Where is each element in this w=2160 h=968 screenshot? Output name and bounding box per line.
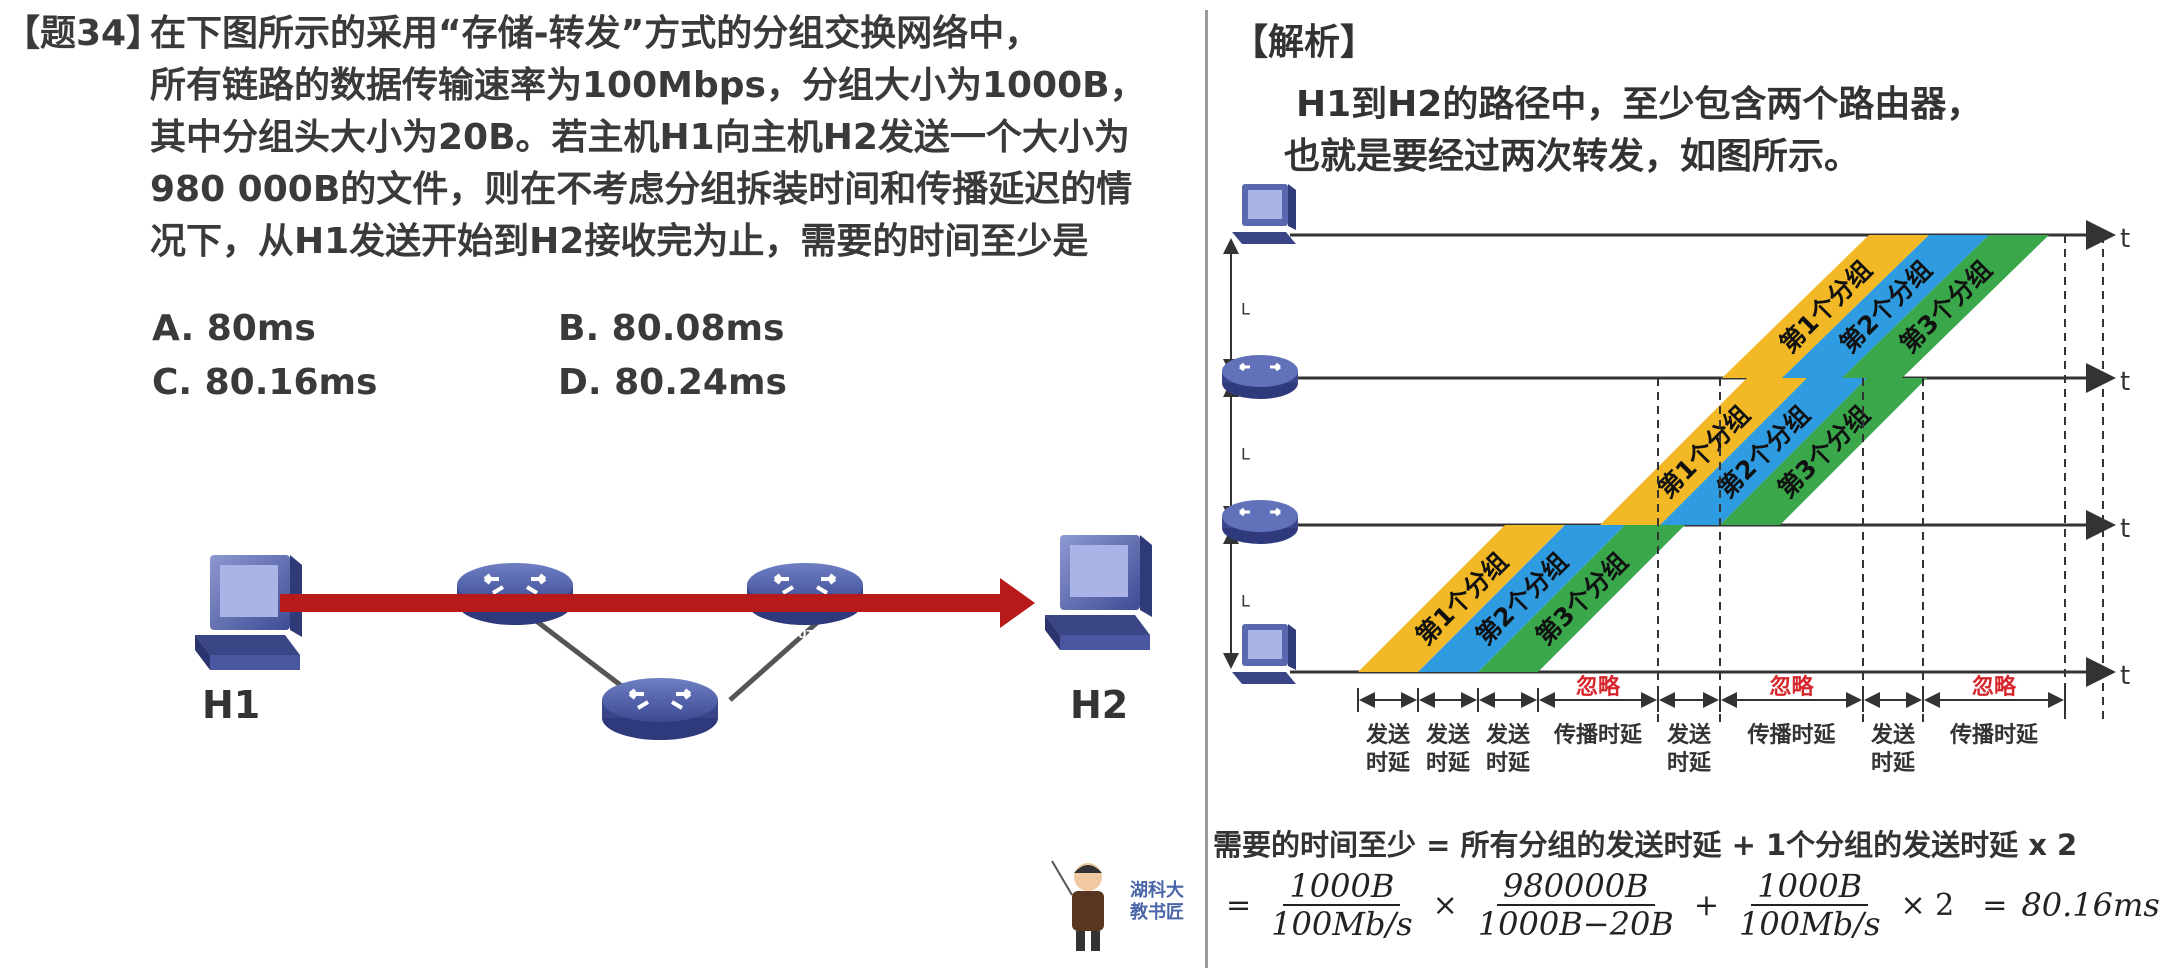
h1-computer-icon bbox=[195, 555, 302, 670]
send-delay-label-3-line-2: 时延 bbox=[1486, 751, 1531, 776]
packet-2-stage-2 bbox=[1660, 378, 1867, 525]
question-line-5: 况下，从H1发送开始到H2接收完为止，需要的时间至少是 bbox=[150, 221, 1089, 262]
option-b: B. 80.08ms bbox=[558, 308, 785, 349]
question-line-2: 所有链路的数据传输速率为100Mbps，分组大小为1000B， bbox=[150, 65, 1146, 106]
teacher-brand-line-2: 教书匠 bbox=[1130, 902, 1184, 923]
time-axis-label-2: t bbox=[2120, 367, 2130, 397]
packet-1-stage-3 bbox=[1722, 235, 1929, 378]
option-d: D. 80.24ms bbox=[558, 362, 787, 403]
send-delay-label-5-line-2: 时延 bbox=[1667, 751, 1712, 776]
formula-plus: + bbox=[1693, 887, 1719, 923]
router-2-label: ROUTER bbox=[780, 628, 831, 641]
formula-times-2: × 2 bbox=[1900, 887, 1955, 923]
formula-description: 需要的时间至少 = 所有分组的发送时延 + 1个分组的发送时延 x 2 bbox=[1213, 828, 2078, 862]
h2-computer-icon bbox=[1045, 535, 1152, 650]
link-r3-r2 bbox=[728, 618, 822, 702]
transfer-arrow-head bbox=[1000, 578, 1035, 628]
fraction-1-denominator: 100Mb/s bbox=[1271, 905, 1413, 943]
packet-2-stage-1 bbox=[1418, 525, 1625, 672]
teacher-brand: 湖科大 教书匠 bbox=[1130, 880, 1184, 924]
h2-label: H2 bbox=[1070, 683, 1129, 727]
packet-2-stage-3 bbox=[1782, 235, 1989, 378]
fraction-single-send-delay: 1000B 100Mb/s bbox=[1733, 868, 1887, 942]
teacher-mascot-icon bbox=[1051, 860, 1104, 951]
send-delay-label-5-line-1: 发送 bbox=[1666, 722, 1711, 748]
time-axis-label-4: t bbox=[2120, 661, 2130, 691]
option-c: C. 80.16ms bbox=[152, 362, 378, 403]
analysis-line-2: 也就是要经过两次转发，如图所示。 bbox=[1284, 136, 1861, 177]
question-line-1: 在下图所示的采用“存储-转发”方式的分组交换网络中， bbox=[150, 13, 1041, 54]
question-tag: 【题34】 bbox=[4, 13, 163, 54]
packet-3-stage-2 bbox=[1720, 378, 1927, 525]
router-3-label: ROUTER bbox=[635, 746, 686, 759]
link-label-3: L bbox=[1241, 592, 1250, 611]
time-axis-label-1: t bbox=[2120, 224, 2130, 254]
question-line-4: 980 000B的文件，则在不考虑分组拆装时间和传播延迟的情 bbox=[150, 169, 1133, 210]
fraction-1-numerator: 1000B bbox=[1283, 868, 1401, 906]
send-delay-label-3-line-1: 发送 bbox=[1485, 722, 1530, 748]
router-b-node-icon bbox=[1222, 355, 1298, 399]
send-delay-label-2-line-2: 时延 bbox=[1426, 751, 1471, 776]
fraction-packet-count: 980000B 1000B−20B bbox=[1472, 868, 1680, 942]
prop-delay-label-8: 传播时延 bbox=[1949, 723, 2039, 748]
teacher-brand-line-1: 湖科大 bbox=[1130, 880, 1184, 901]
fraction-3-denominator: 100Mb/s bbox=[1738, 905, 1881, 943]
packet-1-stage-2 bbox=[1600, 378, 1807, 525]
send-delay-label-2-line-1: 发送 bbox=[1425, 722, 1470, 748]
question-line-3: 其中分组头大小为20B。若主机H1向主机H2发送一个大小为 bbox=[150, 117, 1130, 158]
transfer-arrow bbox=[280, 594, 1000, 612]
router-1-label: ROUTER bbox=[490, 628, 541, 641]
link-label-2: L bbox=[1241, 445, 1250, 464]
formula-equation: = 1000B 100Mb/s × 980000B 1000B−20B + 10… bbox=[1212, 868, 2160, 942]
ignore-label-4: 忽略 bbox=[1576, 674, 1621, 700]
link-label-1: L bbox=[1241, 300, 1250, 319]
formula-equals-2: = bbox=[1982, 887, 2008, 923]
prop-delay-label-6: 传播时延 bbox=[1746, 723, 1836, 748]
option-a: A. 80ms bbox=[152, 308, 316, 349]
send-delay-label-7-line-1: 发送 bbox=[1870, 722, 1915, 748]
formula-times-1: × bbox=[1432, 887, 1458, 923]
time-axis-label-3: t bbox=[2120, 514, 2130, 544]
packet-3-stage-1 bbox=[1478, 525, 1685, 672]
prop-delay-label-4: 传播时延 bbox=[1553, 723, 1643, 748]
panel-divider bbox=[1205, 10, 1208, 968]
h1-label: H1 bbox=[202, 683, 261, 727]
send-delay-label-1-line-1: 发送 bbox=[1365, 722, 1410, 748]
ignore-label-8: 忽略 bbox=[1972, 674, 2017, 700]
formula-result: 80.16ms bbox=[2021, 886, 2160, 924]
router-3-icon bbox=[600, 676, 720, 742]
fraction-3-numerator: 1000B bbox=[1751, 868, 1869, 906]
ignore-label-6: 忽略 bbox=[1769, 674, 1814, 700]
fraction-2-denominator: 1000B−20B bbox=[1477, 905, 1674, 943]
send-delay-label-1-line-2: 时延 bbox=[1366, 751, 1411, 776]
fraction-send-delay: 1000B 100Mb/s bbox=[1265, 868, 1419, 942]
fraction-2-numerator: 980000B bbox=[1496, 868, 1655, 906]
analysis-heading: 【解析】 bbox=[1232, 22, 1377, 63]
analysis-line-1: H1到H2的路径中，至少包含两个路由器， bbox=[1296, 84, 1983, 125]
packet-1-stage-1 bbox=[1358, 525, 1565, 672]
packet-3-stage-3 bbox=[1842, 235, 2049, 378]
send-delay-label-7-line-2: 时延 bbox=[1871, 751, 1916, 776]
formula-equals-1: = bbox=[1226, 887, 1252, 923]
router-a-node-icon bbox=[1222, 500, 1298, 544]
h1-node-computer-icon bbox=[1232, 624, 1296, 684]
h2-node-computer-icon bbox=[1232, 184, 1296, 244]
network-diagram: ROUTER ROUTER ROUTER bbox=[195, 535, 1152, 759]
